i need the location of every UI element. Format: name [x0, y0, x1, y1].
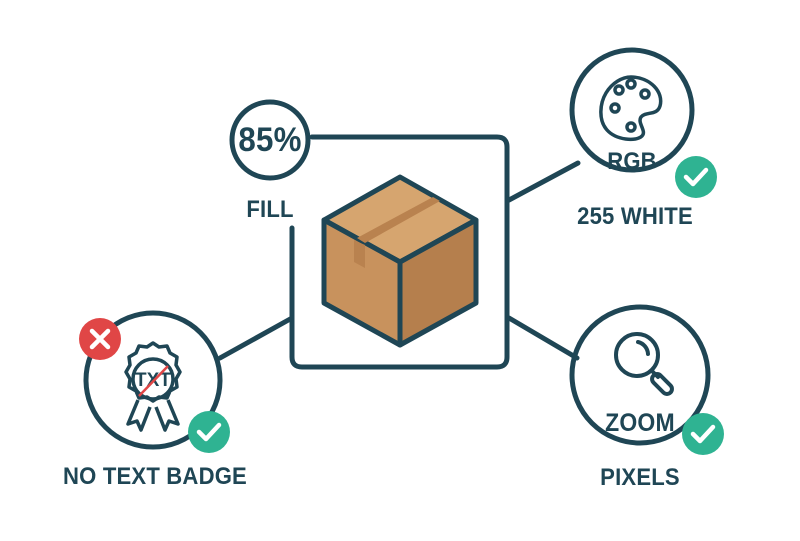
badge-label: NO TEXT BADGE: [63, 463, 247, 490]
rgb-check-icon: [675, 156, 717, 198]
center-frame: [289, 134, 510, 370]
badge-check-icon: [188, 411, 230, 453]
zoom-check-icon: [682, 413, 724, 455]
zoom-label: PIXELS: [600, 464, 680, 491]
award-badge-icon: [124, 341, 182, 432]
fill-circle: [229, 99, 311, 181]
rgb-label: 255 WHITE: [577, 203, 693, 230]
rgb-circle: [569, 47, 695, 173]
connector-zoom: [506, 315, 580, 361]
connector-badge: [217, 315, 295, 361]
fill-label: FILL: [246, 196, 294, 223]
tape: [354, 197, 440, 268]
palette-icon: [599, 75, 663, 142]
zoom-title: ZOOM: [605, 409, 675, 437]
rgb-title: RGB: [607, 148, 657, 175]
strike-line: [138, 365, 169, 397]
connector-rgb: [506, 160, 581, 203]
badge-circle: [83, 310, 223, 450]
fill-value: 85%: [238, 121, 302, 159]
magnifier-icon: [614, 332, 674, 396]
zoom-circle: [569, 304, 711, 446]
badge-cross-icon: [79, 318, 121, 360]
cardboard-box-icon: [321, 174, 479, 348]
